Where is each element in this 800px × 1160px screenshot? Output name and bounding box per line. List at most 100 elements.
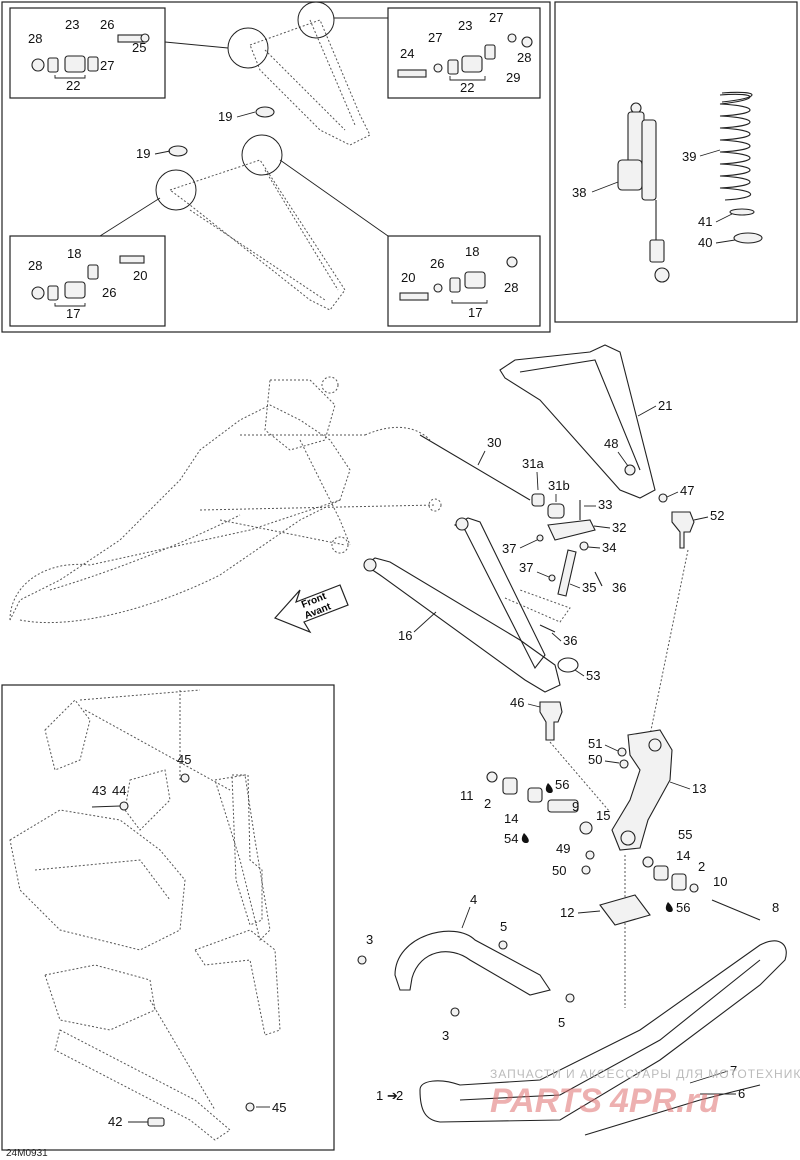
callout: 26 (100, 17, 114, 32)
grease-icon (665, 902, 673, 912)
washer-51 (617, 747, 627, 757)
callout: 49 (556, 841, 570, 856)
callout: 42 (108, 1114, 122, 1129)
nut-5 (498, 940, 508, 950)
watermark-brand: 4PR.ru (609, 1082, 720, 1120)
panel-frame-mounting (1, 684, 335, 1151)
detail-box-upper-right (387, 7, 541, 99)
callout: 54 (504, 831, 518, 846)
callout: 56 (676, 900, 690, 915)
diagram-id: 24M0931 (6, 1148, 48, 1159)
zoom-circle (155, 169, 197, 211)
nut-37 (536, 534, 544, 542)
callout: 27 (428, 30, 442, 45)
ski (419, 940, 787, 1136)
bolt-3 (357, 955, 367, 965)
nut-37b (548, 574, 556, 582)
lower-a-arm-outline (155, 134, 346, 311)
callout: 14 (504, 811, 518, 826)
callout: 41 (698, 214, 712, 229)
shock-absorber (617, 102, 670, 283)
callout: 22 (460, 80, 474, 95)
ball-joint-upper (671, 511, 695, 549)
callout: 19 (218, 109, 232, 124)
callout: 26 (430, 256, 444, 271)
spring-adjuster (733, 232, 763, 244)
ball-joint-washer (658, 493, 668, 503)
bolt-42 (147, 1117, 165, 1127)
callout: 31b (548, 478, 570, 493)
nut-34 (579, 541, 589, 551)
callout: 38 (572, 185, 586, 200)
callout: 9 (572, 799, 579, 814)
callout: 21 (658, 398, 672, 413)
o-ring-53 (557, 657, 579, 673)
washer-44 (119, 801, 129, 811)
callout: 45 (177, 752, 191, 767)
callout: 50 (588, 752, 602, 767)
callout: 4 (470, 892, 477, 907)
spring-seat (729, 208, 755, 216)
detail-box-lower-right (387, 235, 541, 327)
detail-box-lower-left (9, 235, 166, 327)
callout: 3 (442, 1028, 449, 1043)
ski-stopper (599, 894, 651, 926)
bolt-43 (91, 805, 121, 808)
nut-50b (581, 865, 591, 875)
washer-49 (585, 850, 595, 860)
callout: 28 (504, 280, 518, 295)
callout: 28 (28, 258, 42, 273)
callout: 17 (468, 305, 482, 320)
watermark-brand: PARTS (490, 1082, 602, 1120)
callout: 5 (500, 919, 507, 934)
callout: 18 (465, 244, 479, 259)
bushing-set (31, 33, 150, 73)
sway-bar-bushing (531, 493, 545, 507)
bushing-set (31, 255, 145, 301)
callout: 50 (552, 863, 566, 878)
callout: 7 (730, 1063, 737, 1078)
callout: 24 (400, 46, 414, 61)
bolt-36b (539, 624, 556, 633)
watermark-text: ЗАПЧАСТИ И АКСЕССУАРЫ ДЛЯ МОТОТЕХНИКИ (490, 1067, 800, 1081)
coil-spring (719, 91, 753, 201)
callout: 29 (506, 70, 520, 85)
zoom-circle (241, 134, 283, 176)
callout: 52 (710, 508, 724, 523)
callout: 55 (678, 827, 692, 842)
bushing-set (399, 256, 518, 301)
callout: 2 (396, 1088, 403, 1103)
callout: 13 (692, 781, 706, 796)
spindle-bushing-right (642, 856, 761, 921)
callout: 14 (676, 848, 690, 863)
callout: 37 (502, 541, 516, 556)
nut-45b (245, 1102, 255, 1112)
grease-icon (545, 783, 553, 793)
callout: 40 (698, 235, 712, 250)
callout: 22 (66, 78, 80, 93)
callout: 32 (612, 520, 626, 535)
zoom-circle (297, 1, 335, 39)
assembled-suspension-outline (9, 376, 442, 624)
bushing-set (397, 33, 533, 78)
callout: 43 (92, 783, 106, 798)
callout: 30 (487, 435, 501, 450)
callout: 1 (376, 1088, 383, 1103)
callout: 3 (366, 932, 373, 947)
sway-bar-arm (547, 519, 596, 541)
grease-icon (521, 833, 529, 843)
callout: 18 (67, 246, 81, 261)
callout: 37 (519, 560, 533, 575)
bolt-3b (450, 1007, 460, 1017)
callout: 16 (398, 628, 412, 643)
callout: 12 (560, 905, 574, 920)
nut-5b (565, 993, 575, 1003)
nut-50 (619, 759, 629, 769)
spindle (611, 729, 673, 851)
sway-bar (419, 434, 531, 501)
callout: 39 (682, 149, 696, 164)
callout: 11 (460, 788, 474, 803)
upper-a-arm (499, 344, 656, 499)
panel-shock-spring (554, 1, 798, 323)
callout: 28 (28, 31, 42, 46)
